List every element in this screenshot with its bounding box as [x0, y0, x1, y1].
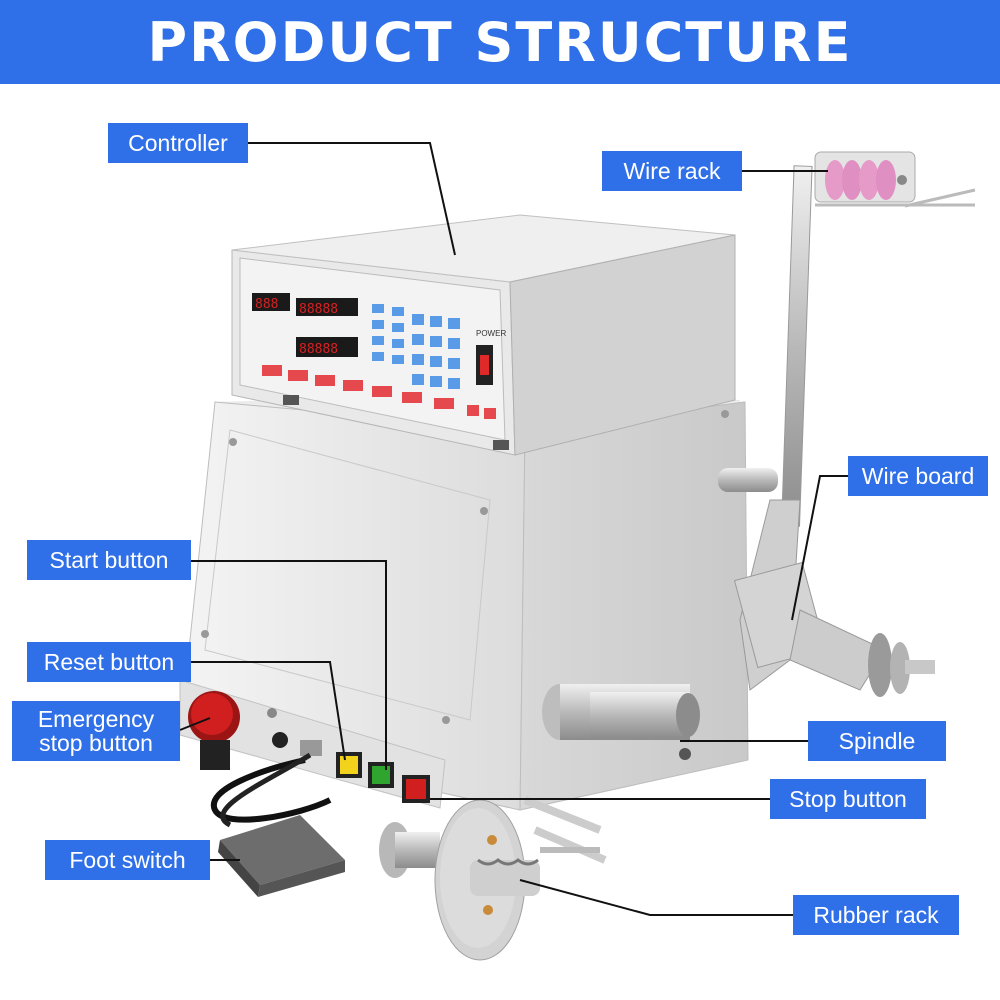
label-wire-rack: Wire rack [602, 151, 742, 191]
spool-icon [825, 160, 845, 200]
controller-leader [248, 142, 456, 256]
emergency-stop-leader [179, 717, 211, 731]
label-stop-button: Stop button [770, 779, 926, 819]
wire-rack [780, 151, 976, 527]
reset-button-leader [190, 661, 346, 761]
label-rubber-rack: Rubber rack [793, 895, 959, 935]
svg-text:88888: 88888 [299, 302, 338, 317]
display-3 [296, 337, 358, 357]
display-1 [252, 293, 290, 311]
rubber-rack [379, 796, 607, 961]
label-foot-switch: Foot switch [45, 840, 210, 880]
controller-box: 888 88888 88888 POWER [231, 214, 736, 456]
label-start-button: Start button [27, 540, 191, 580]
wire-board [718, 468, 935, 697]
power-label: POWER [476, 329, 506, 338]
reset-button-icon [340, 756, 358, 774]
start-button-icon [372, 766, 390, 784]
foot-switch [210, 752, 345, 897]
title-banner: PRODUCT STRUCTURE [0, 0, 1000, 84]
page-title: PRODUCT STRUCTURE [147, 10, 853, 74]
keypad [372, 304, 460, 389]
rubber-rack-leader [519, 879, 793, 916]
display-2 [296, 298, 358, 316]
front-controls [188, 691, 430, 803]
function-keys [262, 365, 496, 419]
svg-text:888: 888 [255, 297, 278, 312]
label-reset-button: Reset button [27, 642, 191, 682]
wire-board-leader [791, 475, 848, 621]
spindle [542, 684, 700, 760]
label-spindle: Spindle [808, 721, 946, 761]
machine-illustration: 888 88888 88888 POWER [179, 151, 976, 961]
label-wire-board: Wire board [848, 456, 988, 496]
label-emergency-stop-button: Emergency stop button [12, 701, 180, 761]
label-controller: Controller [108, 123, 248, 163]
start-button-leader [176, 560, 387, 770]
svg-text:88888: 88888 [299, 342, 338, 357]
stop-button-icon [406, 779, 426, 799]
